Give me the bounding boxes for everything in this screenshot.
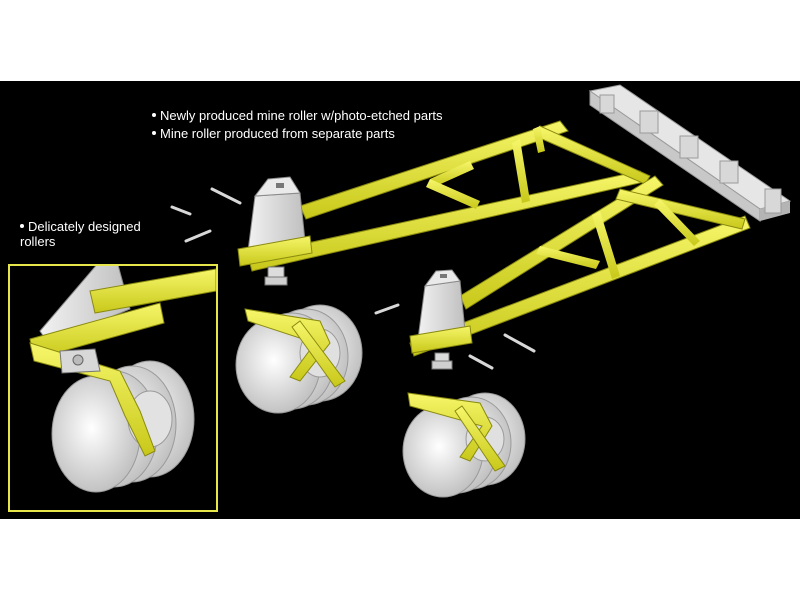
bullet-icon xyxy=(152,112,156,117)
caption-separate-parts: Mine roller produced from separate parts xyxy=(152,126,395,142)
caption-rollers-line2: rollers xyxy=(20,234,56,249)
caption-photo-etched: Newly produced mine roller w/photo-etche… xyxy=(152,108,443,124)
bullet-icon xyxy=(20,223,24,228)
caption-rollers-line1: Delicately designed xyxy=(28,219,141,234)
middle-roller-assembly xyxy=(235,304,363,414)
rear-crossbeam xyxy=(588,84,792,222)
mine-roller-illustration xyxy=(8,84,792,512)
caption-photo-etched-text: Newly produced mine roller w/photo-etche… xyxy=(160,108,443,123)
lower-frame-arm xyxy=(409,175,751,357)
product-diagram: Newly produced mine roller w/photo-etche… xyxy=(0,81,800,519)
caption-separate-parts-text: Mine roller produced from separate parts xyxy=(160,126,395,141)
roller-detail-inset xyxy=(8,264,218,512)
loose-pins xyxy=(170,187,536,370)
bullet-icon xyxy=(152,130,156,135)
lower-roller-assembly xyxy=(402,392,526,498)
upper-mount-block xyxy=(237,176,313,286)
lower-mount-block xyxy=(409,269,473,370)
upper-frame-arm xyxy=(247,120,651,272)
